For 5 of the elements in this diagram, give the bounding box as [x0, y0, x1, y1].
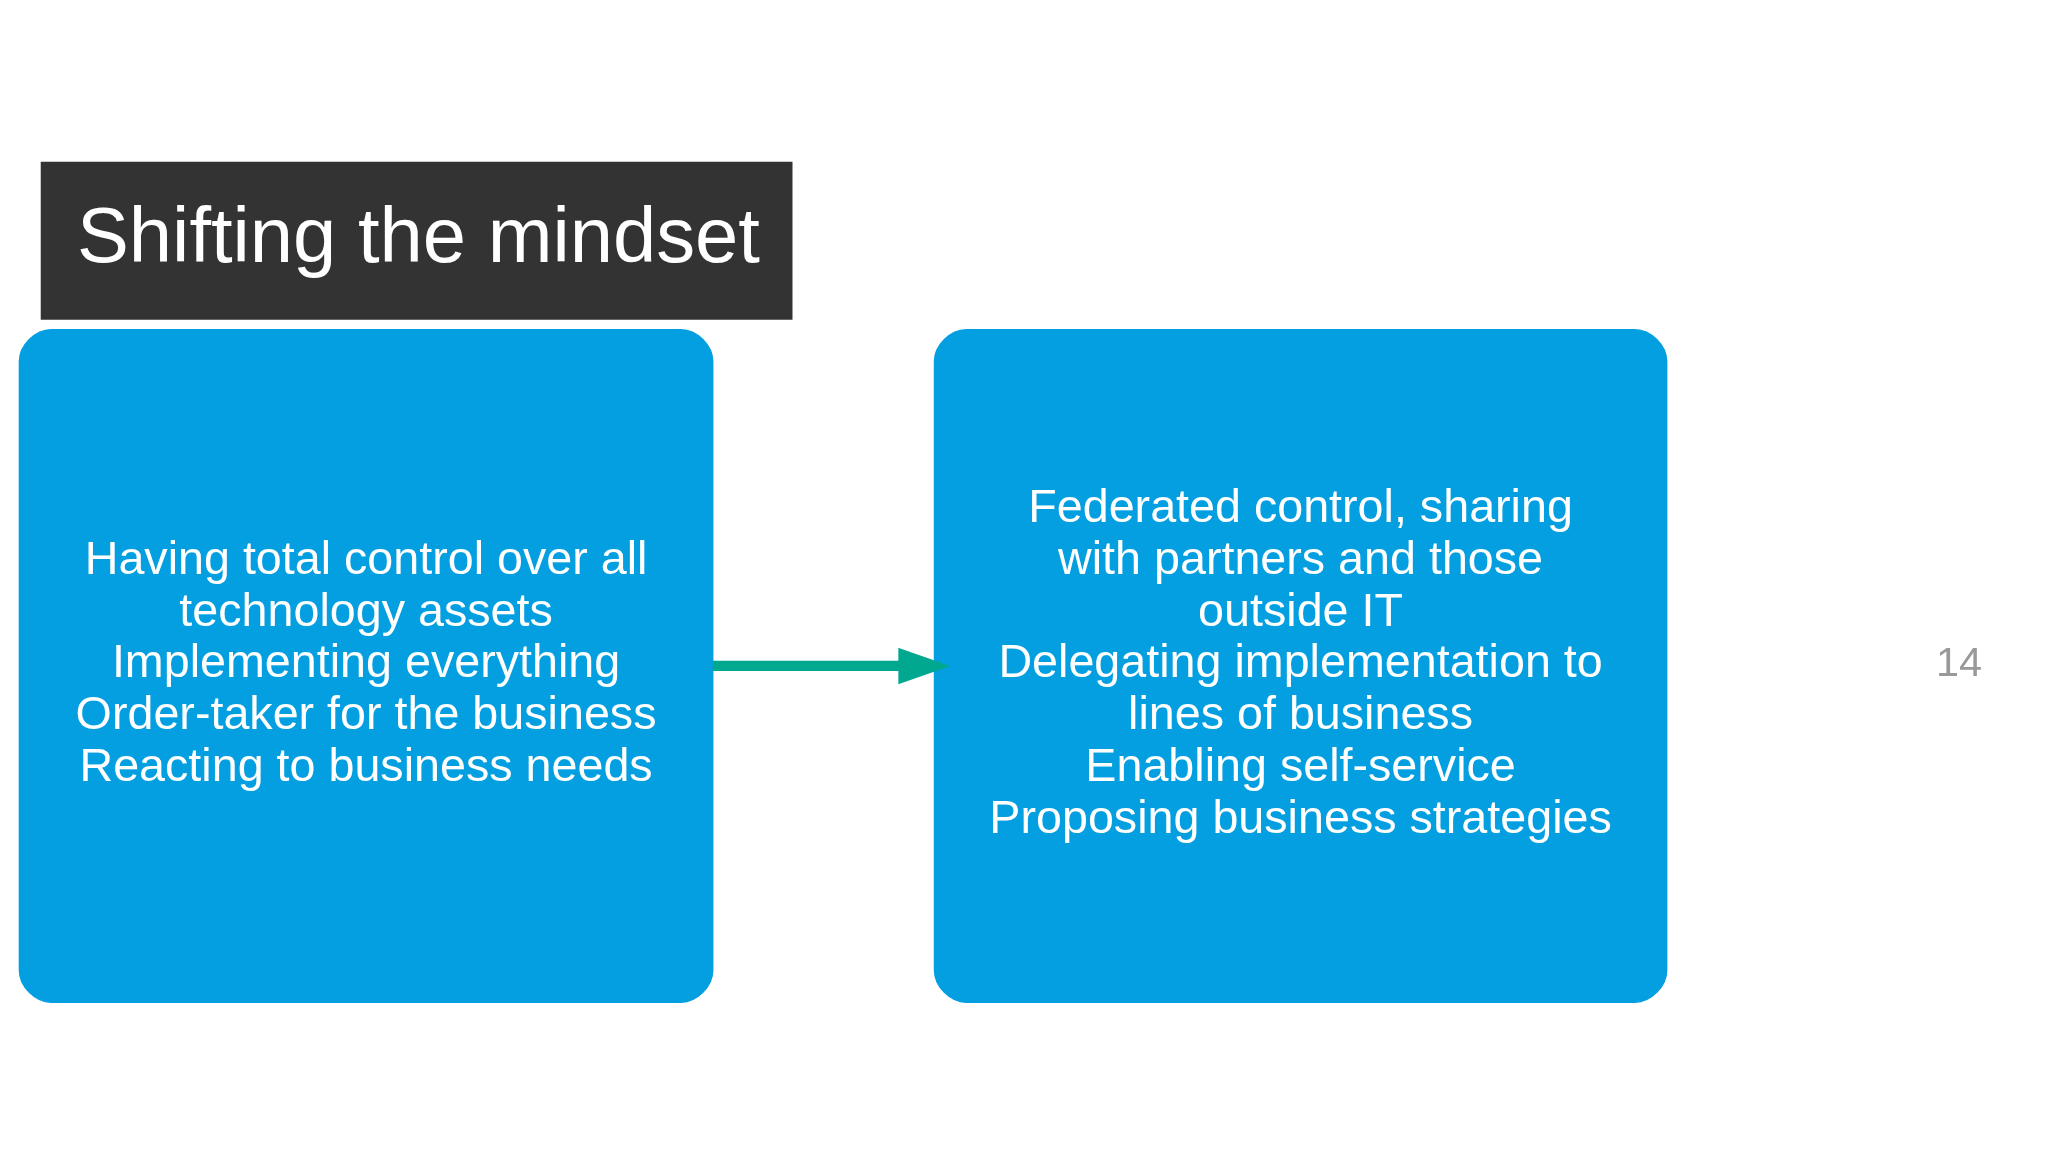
arrow [712, 647, 950, 684]
label: 14 [1935, 637, 1982, 685]
diagram-title: Shifting the mindset [76, 191, 760, 278]
node-box: Having total control over all technology assets Implementing everything Order-taker for the business Reacting to business needs [18, 328, 713, 1003]
node-box: Federated control, sharing with partners and those outside IT Delegating implementation to lines of business Enabling self-service Proposing business strategies [933, 328, 1667, 1003]
